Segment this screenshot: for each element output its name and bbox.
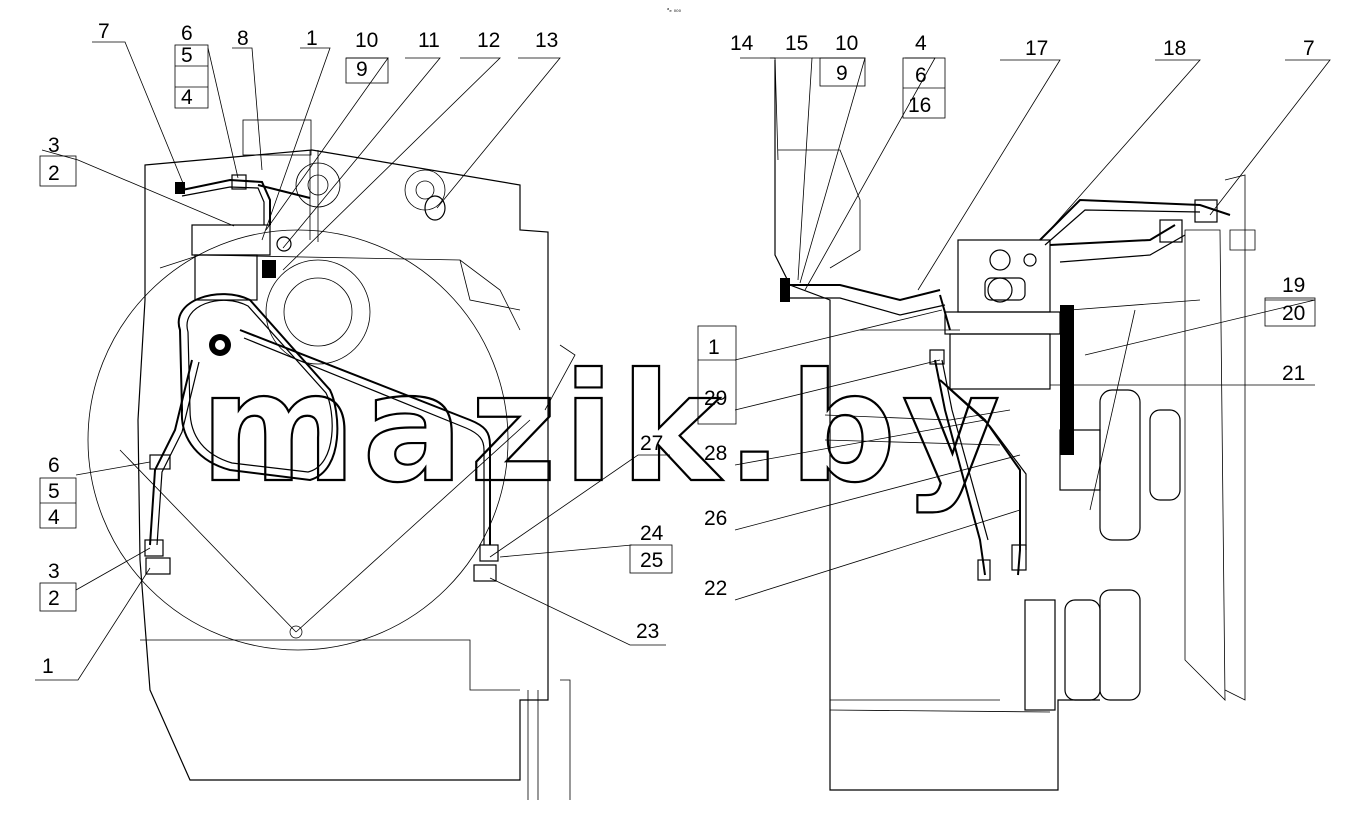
callout-5-top-left: 5	[181, 44, 193, 67]
callout-29: 29	[704, 387, 727, 410]
callout-4-bottom-left: 4	[48, 506, 60, 529]
callout-15: 15	[785, 32, 808, 55]
callout-16: 16	[908, 94, 931, 117]
callout-2-top-left: 2	[48, 162, 60, 185]
callout-5-bottom-left: 5	[48, 480, 60, 503]
callout-3-bottom-left: 3	[48, 560, 60, 583]
callout-6-right: 6	[915, 64, 927, 87]
callout-1-bottom-left: 1	[42, 655, 54, 678]
callout-14: 14	[730, 32, 754, 55]
callout-7-left: 7	[98, 20, 110, 43]
callout-19: 19	[1282, 274, 1305, 297]
callout-9-left: 9	[356, 58, 368, 81]
callout-26: 26	[704, 507, 727, 530]
callout-13: 13	[535, 29, 558, 52]
callout-23: 23	[636, 620, 659, 643]
callout-9-right: 9	[836, 62, 848, 85]
callout-21: 21	[1282, 362, 1305, 385]
callout-1-right: 1	[708, 336, 720, 359]
callout-6-bottom-left: 6	[48, 454, 60, 477]
callout-20: 20	[1282, 302, 1305, 325]
callout-25: 25	[640, 549, 663, 572]
callout-4-right: 4	[915, 32, 927, 55]
callout-11: 11	[418, 29, 440, 52]
callout-4-top-left: 4	[181, 86, 193, 109]
callout-10-right: 10	[835, 32, 858, 55]
callout-12: 12	[477, 29, 500, 52]
callout-27: 27	[640, 432, 663, 455]
callout-7-right: 7	[1303, 37, 1315, 60]
callout-28: 28	[704, 442, 727, 465]
callout-18: 18	[1163, 37, 1186, 60]
callout-6-top-left: 6	[181, 22, 193, 45]
callout-17: 17	[1025, 37, 1048, 60]
top-mark: ᵃₑ ₀₀₀	[667, 7, 682, 14]
callout-3-top-left: 3	[48, 134, 60, 157]
callout-10-left: 10	[355, 29, 378, 52]
callout-8: 8	[237, 27, 249, 50]
callout-1-top-left: 1	[306, 27, 318, 50]
callout-2-bottom-left: 2	[48, 587, 60, 610]
callout-22: 22	[704, 577, 727, 600]
callout-24: 24	[640, 522, 664, 545]
left-engine-view	[35, 41, 673, 800]
watermark-text: mazik.by	[200, 342, 1006, 516]
right-engine-view	[697, 57, 1331, 791]
